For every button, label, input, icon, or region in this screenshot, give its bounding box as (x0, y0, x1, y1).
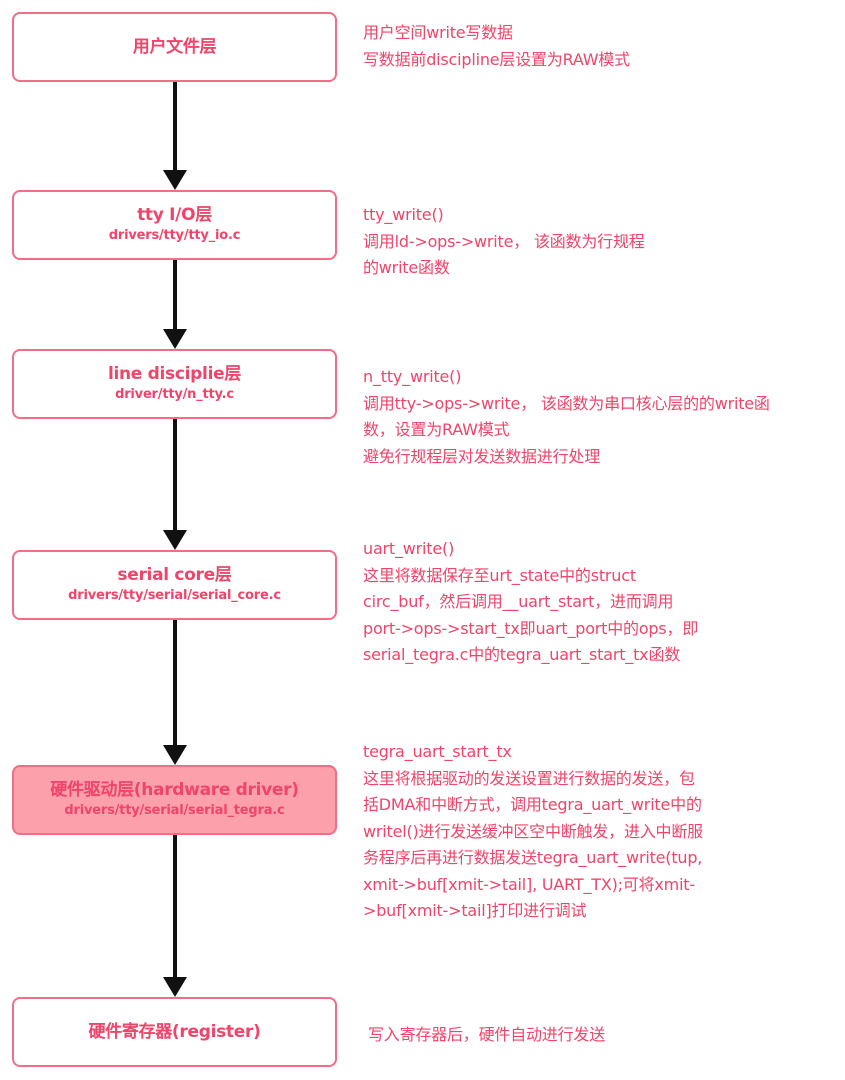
note-line: 这里将根据驱动的发送设置进行数据的发送，包 (363, 768, 695, 788)
note-line: port->ops->start_tx即uart_port中的ops，即 (363, 618, 699, 638)
layer-title-serial-core: serial core层 (117, 565, 232, 585)
note-line: 的write函数 (363, 258, 450, 277)
layer-title-user-file: 用户文件层 (132, 37, 217, 57)
note-line: 调用ld->ops->write， 该函数为行规程 (363, 231, 645, 251)
note-line: xmit->buf[xmit->tail], UART_TX);可将xmit- (363, 874, 695, 894)
note-hardware-driver: tegra_uart_start_tx 这里将根据驱动的发送设置进行数据的发送，… (363, 739, 833, 925)
note-line: 写入寄存器后，硬件自动进行发送 (368, 1025, 606, 1044)
note-line: 调用tty->ops->write， 该函数为串口核心层的的write函 (363, 393, 770, 413)
arrow-5 (163, 835, 187, 997)
layer-title-register: 硬件寄存器(register) (88, 1022, 261, 1042)
arrow-1 (163, 82, 187, 190)
note-register: 写入寄存器后，硬件自动进行发送 (368, 1022, 838, 1049)
note-serial-core: uart_write() 这里将数据保存至urt_state中的struct c… (363, 536, 833, 669)
layer-box-user-file: 用户文件层 (12, 12, 337, 82)
layer-box-hardware-driver: 硬件驱动层(hardware driver) drivers/tty/seria… (12, 765, 337, 835)
note-line-discipline: n_tty_write() 调用tty->ops->write， 该函数为串口核… (363, 364, 833, 470)
note-line: tegra_uart_start_tx (363, 742, 512, 761)
arrow-3 (163, 419, 187, 550)
layer-path-line-discipline: driver/tty/n_tty.c (115, 387, 234, 402)
note-line: circ_buf，然后调用__uart_start，进而调用 (363, 592, 674, 611)
layer-title-line-discipline: line disciplie层 (107, 364, 242, 384)
note-line: 用户空间write写数据 (363, 23, 513, 42)
note-line: serial_tegra.c中的tegra_uart_start_tx函数 (363, 645, 681, 664)
note-line: 避免行规程层对发送数据进行处理 (363, 446, 601, 466)
note-line: n_tty_write() (363, 367, 462, 386)
layer-title-tty-io: tty I/O层 (137, 205, 212, 225)
layer-box-serial-core: serial core层 drivers/tty/serial/serial_c… (12, 550, 337, 620)
note-line: 写数据前discipline层设置为RAW模式 (363, 49, 630, 69)
note-user-file: 用户空间write写数据 写数据前discipline层设置为RAW模式 (363, 20, 833, 73)
note-line: tty_write() (363, 205, 444, 224)
layer-path-hardware-driver: drivers/tty/serial/serial_tegra.c (64, 803, 285, 818)
note-line: writel()进行发送缓冲区空中断触发，进入中断服 (363, 821, 703, 841)
note-line: 务程序后再进行数据发送tegra_uart_write(tup, (363, 848, 703, 867)
note-line: >buf[xmit->tail]打印进行调试 (363, 901, 587, 920)
arrow-2 (163, 260, 187, 349)
layer-box-register: 硬件寄存器(register) (12, 997, 337, 1067)
arrow-4 (163, 620, 187, 765)
layer-path-tty-io: drivers/tty/tty_io.c (108, 228, 241, 243)
layer-path-serial-core: drivers/tty/serial/serial_core.c (68, 588, 281, 603)
note-line: uart_write() (363, 539, 455, 558)
note-line: 这里将数据保存至urt_state中的struct (363, 565, 636, 585)
layer-box-line-discipline: line disciplie层 driver/tty/n_tty.c (12, 349, 337, 419)
note-line: 括DMA和中断方式，调用tegra_uart_write中的 (363, 795, 702, 814)
note-tty-io: tty_write() 调用ld->ops->write， 该函数为行规程 的w… (363, 202, 833, 282)
layer-title-hardware-driver: 硬件驱动层(hardware driver) (50, 780, 299, 800)
note-line: 数，设置为RAW模式 (363, 420, 510, 439)
layer-box-tty-io: tty I/O层 drivers/tty/tty_io.c (12, 190, 337, 260)
